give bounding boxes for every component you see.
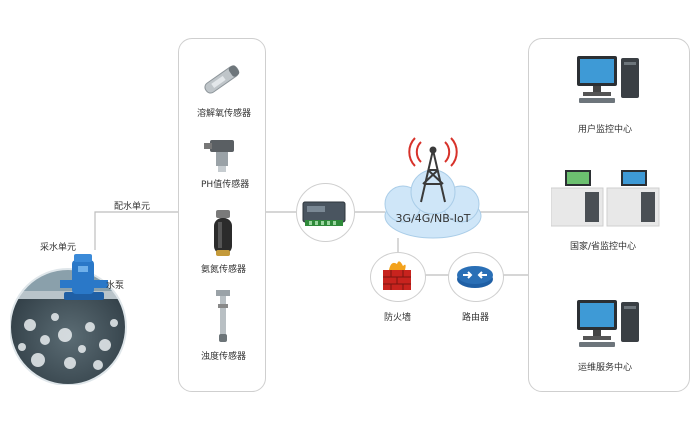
ph-sensor-icon (204, 140, 234, 172)
center-label: 用户监控中心 (578, 125, 633, 135)
desktop-computer-icon (577, 56, 639, 103)
cell-tower-icon (420, 149, 446, 203)
workstation-desks-icon (551, 170, 660, 227)
sensor-label: PH值传感器 (201, 180, 250, 190)
dissolved-oxygen-sensor-icon (204, 65, 240, 94)
turbidity-sensor-icon (216, 290, 230, 342)
sensor-label: 浊度传感器 (201, 352, 247, 362)
data-gateway-icon (302, 201, 346, 226)
intake-unit-label: 采水单元 (40, 243, 77, 253)
firewall-label: 防火墙 (384, 313, 412, 323)
ammonia-nitrogen-sensor-icon (214, 210, 232, 256)
distribution-unit-label: 配水单元 (114, 202, 151, 212)
desktop-computer-icon (577, 300, 639, 347)
router-icon (457, 266, 493, 288)
sensor-label: 氨氮传感器 (201, 265, 247, 275)
center-label: 国家/省监控中心 (570, 242, 637, 252)
water-pump-icon (60, 254, 108, 300)
cloud-network: 3G/4G/NB-IoT (384, 137, 482, 239)
cloud-label: 3G/4G/NB-IoT (396, 212, 471, 225)
router-label: 路由器 (462, 313, 490, 323)
firewall-icon (383, 261, 411, 290)
center-label: 运维服务中心 (578, 363, 633, 373)
pump-label: 水泵 (106, 281, 125, 291)
sensor-label: 溶解氧传感器 (197, 109, 252, 119)
